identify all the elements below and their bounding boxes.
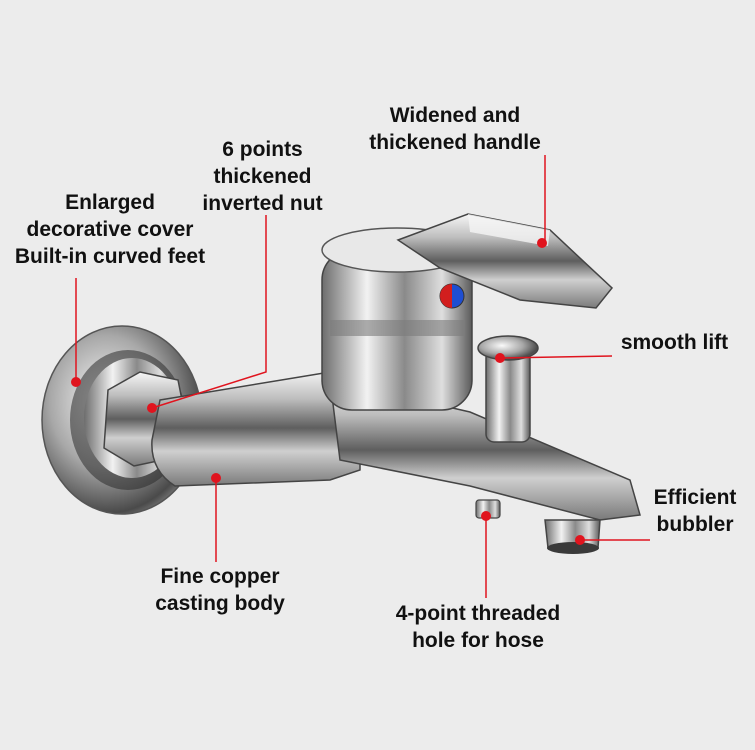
callout-handle-line1: Widened and <box>389 104 521 127</box>
callout-bubbler: Efficient bubbler <box>645 484 745 538</box>
callout-dots <box>71 238 585 545</box>
dot-bubbler <box>575 535 585 545</box>
callout-hose-line2: hole for hose <box>412 629 544 652</box>
callout-body-line2: casting body <box>155 592 285 615</box>
hot-cold-indicator <box>439 283 465 309</box>
callout-nut-line1: 6 points <box>222 138 303 161</box>
diverter-lift <box>477 335 539 443</box>
dot-body <box>211 473 221 483</box>
callout-handle-line2: thickened handle <box>369 131 541 154</box>
callout-nut: 6 points thickened inverted nut <box>195 136 330 217</box>
callout-bubbler-line2: bubbler <box>656 513 734 536</box>
callout-hose-line1: 4-point threaded <box>395 602 561 625</box>
callout-cover-line3: Built-in curved feet <box>14 245 206 268</box>
callout-body-line1: Fine copper <box>160 565 280 588</box>
callout-lift-line1: smooth lift <box>620 331 729 354</box>
dot-lift <box>495 353 505 363</box>
callout-bubbler-line1: Efficient <box>653 486 737 509</box>
callout-handle: Widened and thickened handle <box>355 102 555 156</box>
callout-lift: smooth lift <box>612 329 737 356</box>
callout-body: Fine copper casting body <box>140 563 300 617</box>
leader-lines <box>75 155 650 598</box>
callout-cover-line2: decorative cover <box>26 218 194 241</box>
dot-nut <box>147 403 157 413</box>
handle <box>396 213 614 309</box>
callout-cover-line1: Enlarged <box>65 191 155 214</box>
callout-nut-line2: thickened <box>213 165 312 188</box>
leader-line-nut <box>151 215 267 409</box>
dot-hose <box>481 511 491 521</box>
callout-cover: Enlarged decorative cover Built-in curve… <box>5 189 215 270</box>
callout-hose: 4-point threaded hole for hose <box>378 600 578 654</box>
leader-line-lift <box>499 355 613 359</box>
dot-cover <box>71 377 81 387</box>
dot-handle <box>537 238 547 248</box>
callout-nut-line3: inverted nut <box>202 192 323 215</box>
